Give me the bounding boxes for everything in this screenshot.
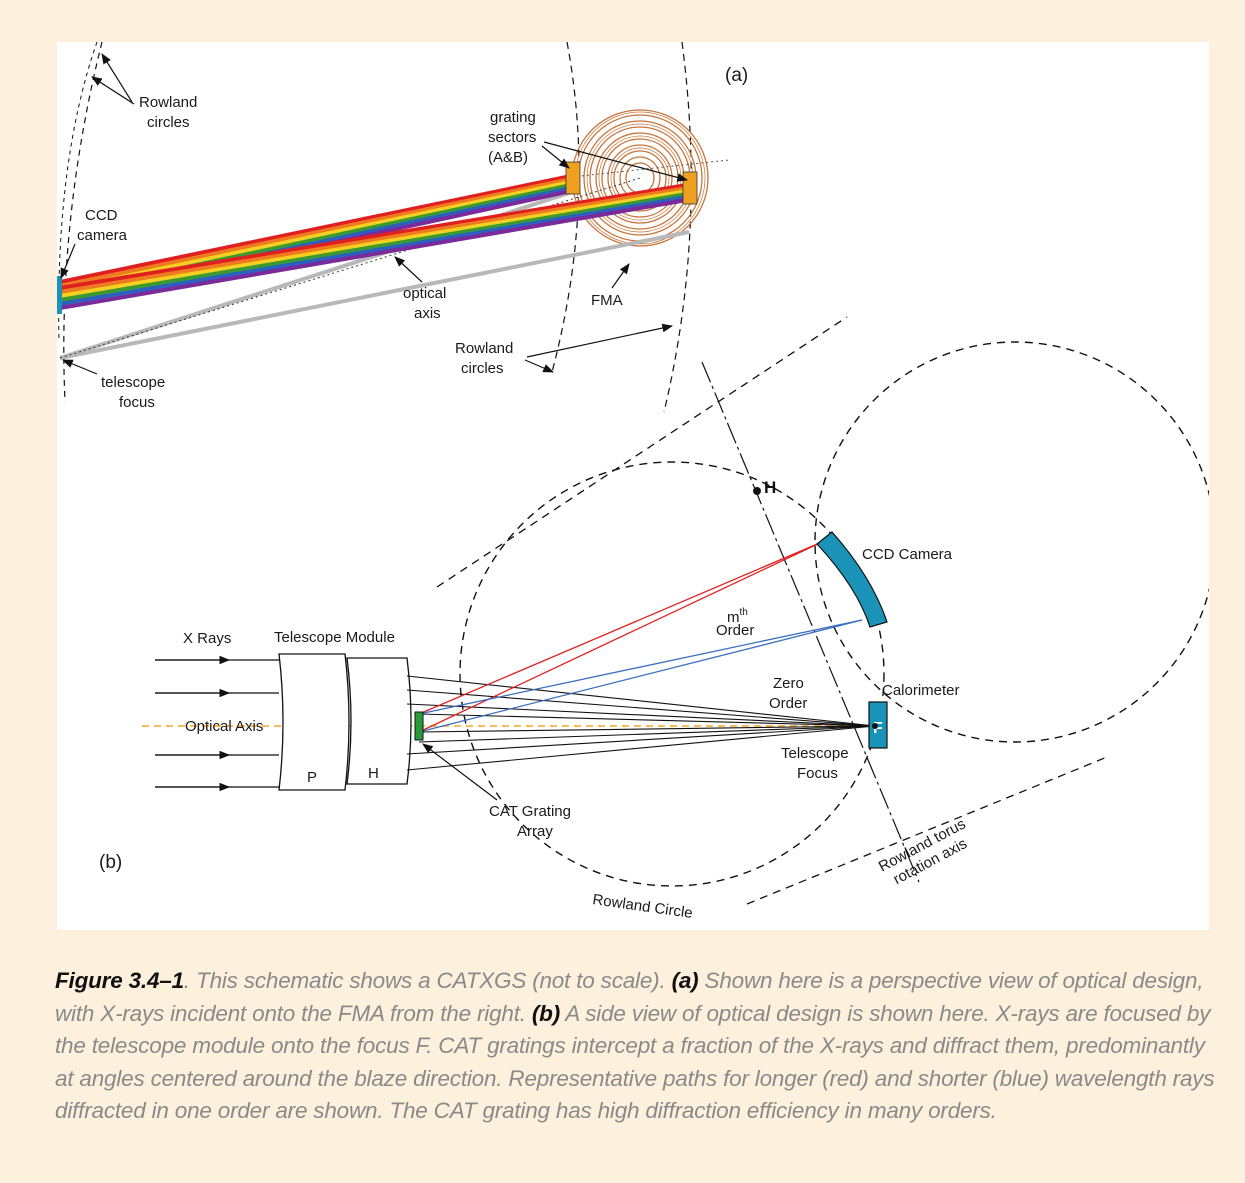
panel-b-label: (b) xyxy=(99,852,122,873)
rowland-top-pointer-2 xyxy=(91,76,135,105)
panel-b: F H (b) X Rays Telescope Module Optical … xyxy=(99,316,1209,922)
caption-a-label: (a) xyxy=(671,968,699,993)
caption-b-text: A side view of optical design is shown h… xyxy=(55,1000,1215,1124)
calorimeter-label: Calorimeter xyxy=(882,682,960,699)
p-label: P xyxy=(307,769,317,786)
rowland-top-pointer-1 xyxy=(101,53,133,103)
rowland-circle-arc-right xyxy=(663,42,692,413)
red-ray-1 xyxy=(418,541,823,715)
caption-intro: . This schematic shows a CATXGS (not to … xyxy=(183,968,672,993)
focused-rays xyxy=(406,675,876,771)
telescope-module-h xyxy=(346,657,412,785)
grating-pointer-b xyxy=(543,141,689,182)
x-ray-arrows xyxy=(155,655,279,792)
h-point-label: H xyxy=(764,478,776,497)
rowland-torus-label: Rowland torusrotation axis xyxy=(876,816,977,892)
blue-ray-2 xyxy=(418,619,863,733)
torus-tangent-top xyxy=(436,316,848,588)
caption-a-text: Shown here is a perspective view of opti… xyxy=(55,968,1204,1026)
focus-point xyxy=(872,723,878,729)
ccd-pointer-a xyxy=(60,243,76,279)
x-rays-label: X Rays xyxy=(183,630,231,647)
fma-label: FMA xyxy=(591,292,623,309)
rowland-circle-main xyxy=(459,461,885,887)
optical-axis-label-b: Optical Axis xyxy=(185,718,263,735)
cat-grating-pointer xyxy=(422,743,498,801)
rowland-bottom-pointer-1 xyxy=(526,323,674,358)
blue-ray-1 xyxy=(418,619,863,715)
grating-sector-a xyxy=(565,161,581,195)
order-label: Order xyxy=(716,622,754,639)
torus-tangent-bottom xyxy=(746,756,1108,905)
h-label: H xyxy=(368,765,379,782)
rowland-circle-arc-left-a xyxy=(63,42,103,403)
rowland-bottom-pointer-2 xyxy=(524,359,554,373)
fma-pointer xyxy=(611,263,630,289)
m-order-label: mth xyxy=(727,607,748,626)
h-point xyxy=(753,487,761,495)
fma-hole xyxy=(631,166,649,190)
ccd-camera-label-b: CCD Camera xyxy=(862,546,953,563)
zero-order-ray-2 xyxy=(59,230,690,360)
cat-grating-array xyxy=(414,711,424,741)
grating-sector-b xyxy=(682,171,698,205)
rowland-torus-rotation-axis xyxy=(701,361,920,883)
red-ray-2 xyxy=(418,541,823,733)
panel-a-label: (a) xyxy=(725,65,748,86)
rowland-circle-label: Rowland Circle xyxy=(591,891,693,922)
focus-f-label: F xyxy=(873,720,883,737)
rowland-circle-arc-mid xyxy=(551,42,580,373)
ccd-camera-a xyxy=(57,276,62,314)
figure-caption: Figure 3.4–1. This schematic shows a CAT… xyxy=(55,965,1215,1128)
optical-axis-pointer-a xyxy=(394,256,423,283)
telescope-module-label: Telescope Module xyxy=(274,629,395,646)
caption-b-label: (b) xyxy=(531,1000,560,1026)
rowland-torus-circle xyxy=(814,341,1209,743)
ccd-camera-b xyxy=(816,531,888,628)
grating-pointer-a xyxy=(541,145,570,169)
calorimeter xyxy=(868,701,888,749)
caption-figure-label: Figure 3.4–1 xyxy=(55,968,184,993)
telescope-module-p xyxy=(278,653,350,791)
telescope-focus-pointer-a xyxy=(62,359,98,375)
dispersed-rays-sector-b xyxy=(59,183,688,310)
